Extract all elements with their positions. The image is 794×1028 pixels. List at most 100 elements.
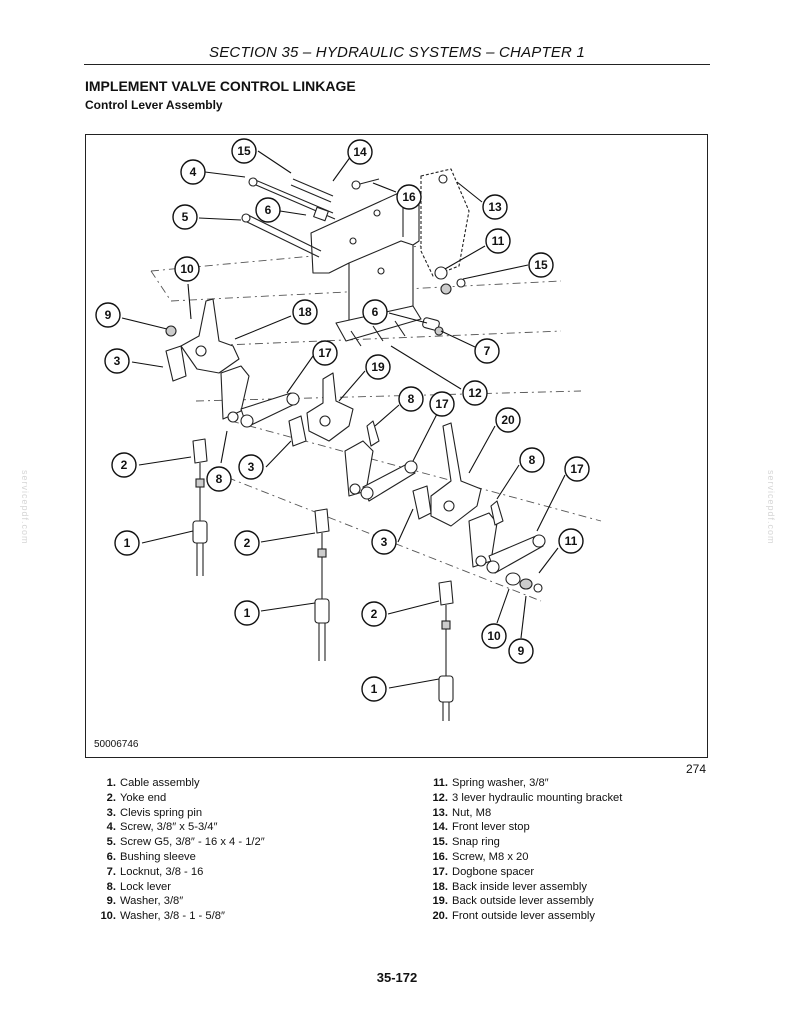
svg-text:15: 15 bbox=[534, 258, 548, 272]
lock-lever-middle bbox=[344, 420, 418, 502]
svg-text:3: 3 bbox=[248, 460, 255, 474]
svg-text:10: 10 bbox=[487, 629, 501, 643]
svg-text:8: 8 bbox=[408, 392, 415, 406]
callout-2a: 2 bbox=[111, 452, 137, 478]
callout-11b: 11 bbox=[558, 528, 584, 554]
svg-text:18: 18 bbox=[298, 305, 312, 319]
callout-8c: 8 bbox=[519, 447, 545, 473]
svg-text:2: 2 bbox=[121, 458, 128, 472]
parts-legend-right: 11.Spring washer, 3/8″ 12.3 lever hydrau… bbox=[426, 776, 622, 924]
callout-8b: 8 bbox=[206, 466, 232, 492]
exploded-view-drawing: 15 14 4 16 13 5 6 11 15 10 9 18 6 3 7 17… bbox=[95, 138, 602, 721]
watermark-left: servicepdf.com bbox=[20, 470, 30, 545]
callout-8a: 8 bbox=[398, 386, 424, 412]
figure-number: 274 bbox=[686, 762, 707, 776]
callout-1c: 1 bbox=[361, 676, 387, 702]
callout-3b: 3 bbox=[238, 454, 264, 480]
svg-text:2: 2 bbox=[244, 536, 251, 550]
callout-15a: 15 bbox=[231, 138, 257, 164]
cable-assembly-left bbox=[192, 438, 208, 576]
page-number: 35-172 bbox=[376, 970, 418, 985]
callout-16: 16 bbox=[396, 184, 422, 210]
callout-17a: 17 bbox=[312, 340, 338, 366]
front-lever-stop bbox=[420, 168, 470, 277]
svg-text:6: 6 bbox=[265, 203, 272, 217]
legend-item-8: 8.Lock lever bbox=[106, 880, 171, 893]
page-subtitle: Control Lever Assembly bbox=[85, 98, 223, 112]
legend-item-10: 10.Washer, 3/8 - 1 - 5/8″ bbox=[100, 910, 225, 923]
legend-item-18: 18.Back inside lever assembly bbox=[432, 880, 587, 893]
svg-text:11: 11 bbox=[565, 534, 578, 548]
svg-text:1: 1 bbox=[371, 682, 378, 696]
back-inside-lever bbox=[165, 298, 240, 382]
callout-bubbles: 15 14 4 16 13 5 6 11 15 10 9 18 6 3 7 17… bbox=[95, 138, 590, 702]
svg-text:17: 17 bbox=[435, 397, 449, 411]
cable-assembly-right bbox=[438, 580, 454, 721]
svg-text:16: 16 bbox=[402, 190, 416, 204]
svg-text:7: 7 bbox=[484, 344, 491, 358]
svg-text:9: 9 bbox=[518, 644, 525, 658]
legend-item-3: 3.Clevis spring pin bbox=[106, 806, 203, 819]
callout-2b: 2 bbox=[234, 530, 260, 556]
callout-9b: 9 bbox=[508, 638, 534, 664]
callout-20: 20 bbox=[495, 407, 521, 433]
section-header: SECTION 35 – HYDRAULIC SYSTEMS – CHAPTER… bbox=[209, 44, 585, 61]
callout-5: 5 bbox=[172, 204, 198, 230]
svg-text:19: 19 bbox=[371, 360, 385, 374]
legend-item-15: 15.Snap ring bbox=[432, 836, 500, 849]
callout-13: 13 bbox=[482, 194, 508, 220]
svg-text:2: 2 bbox=[371, 607, 378, 621]
callout-12: 12 bbox=[462, 380, 488, 406]
callout-1a: 1 bbox=[114, 530, 140, 556]
svg-text:9: 9 bbox=[105, 308, 112, 322]
svg-text:10: 10 bbox=[180, 262, 194, 276]
bracket-hardware bbox=[422, 266, 466, 336]
svg-text:3: 3 bbox=[114, 354, 121, 368]
legend-item-5: 5.Screw G5, 3/8″ - 16 x 4 - 1/2″ bbox=[106, 836, 265, 849]
legend-item-16: 16.Screw, M8 x 20 bbox=[432, 850, 529, 863]
svg-text:8: 8 bbox=[216, 472, 223, 486]
svg-text:1: 1 bbox=[124, 536, 131, 550]
callout-14: 14 bbox=[347, 139, 373, 165]
svg-text:14: 14 bbox=[353, 145, 367, 159]
svg-text:11: 11 bbox=[492, 234, 505, 248]
callout-17c: 17 bbox=[564, 456, 590, 482]
header-rule bbox=[84, 64, 710, 65]
svg-text:15: 15 bbox=[237, 144, 251, 158]
legend-item-1: 1.Cable assembly bbox=[106, 777, 200, 789]
legend-item-7: 7.Locknut, 3/8 - 16 bbox=[106, 865, 204, 878]
svg-text:17: 17 bbox=[570, 462, 584, 476]
svg-text:20: 20 bbox=[501, 413, 515, 427]
callout-2c: 2 bbox=[361, 601, 387, 627]
legend-item-12: 12.3 lever hydraulic mounting bracket bbox=[432, 791, 623, 804]
lock-lever-rear bbox=[220, 365, 300, 428]
callout-10b: 10 bbox=[481, 623, 507, 649]
callout-leaders bbox=[121, 150, 566, 689]
callout-1b: 1 bbox=[234, 600, 260, 626]
svg-text:8: 8 bbox=[529, 453, 536, 467]
exploded-view-figure: 15 14 4 16 13 5 6 11 15 10 9 18 6 3 7 17… bbox=[85, 134, 708, 758]
legend-item-11: 11.Spring washer, 3/8″ bbox=[433, 777, 549, 789]
lock-lever-front bbox=[468, 500, 546, 593]
svg-text:3: 3 bbox=[381, 535, 388, 549]
legend-item-4: 4.Screw, 3/8″ x 5-3/4″ bbox=[106, 821, 218, 834]
callout-9a: 9 bbox=[95, 302, 121, 328]
callout-7: 7 bbox=[474, 338, 500, 364]
callout-6b: 6 bbox=[362, 299, 388, 325]
legend-item-14: 14.Front lever stop bbox=[432, 821, 530, 834]
callout-3a: 3 bbox=[104, 348, 130, 374]
callout-18: 18 bbox=[292, 299, 318, 325]
callout-19: 19 bbox=[365, 354, 391, 380]
front-outside-lever bbox=[412, 422, 482, 527]
legend-item-13: 13.Nut, M8 bbox=[432, 806, 492, 819]
parts-legend-left: 1.Cable assembly 2.Yoke end 3.Clevis spr… bbox=[94, 776, 265, 924]
callout-11a: 11 bbox=[485, 228, 511, 254]
back-outside-lever bbox=[288, 372, 354, 447]
legend-item-20: 20.Front outside lever assembly bbox=[432, 910, 596, 923]
svg-text:5: 5 bbox=[182, 210, 189, 224]
svg-text:12: 12 bbox=[468, 386, 482, 400]
svg-text:1: 1 bbox=[244, 606, 251, 620]
svg-text:13: 13 bbox=[488, 200, 502, 214]
figure-code: 50006746 bbox=[94, 739, 139, 750]
callout-6a: 6 bbox=[255, 197, 281, 223]
